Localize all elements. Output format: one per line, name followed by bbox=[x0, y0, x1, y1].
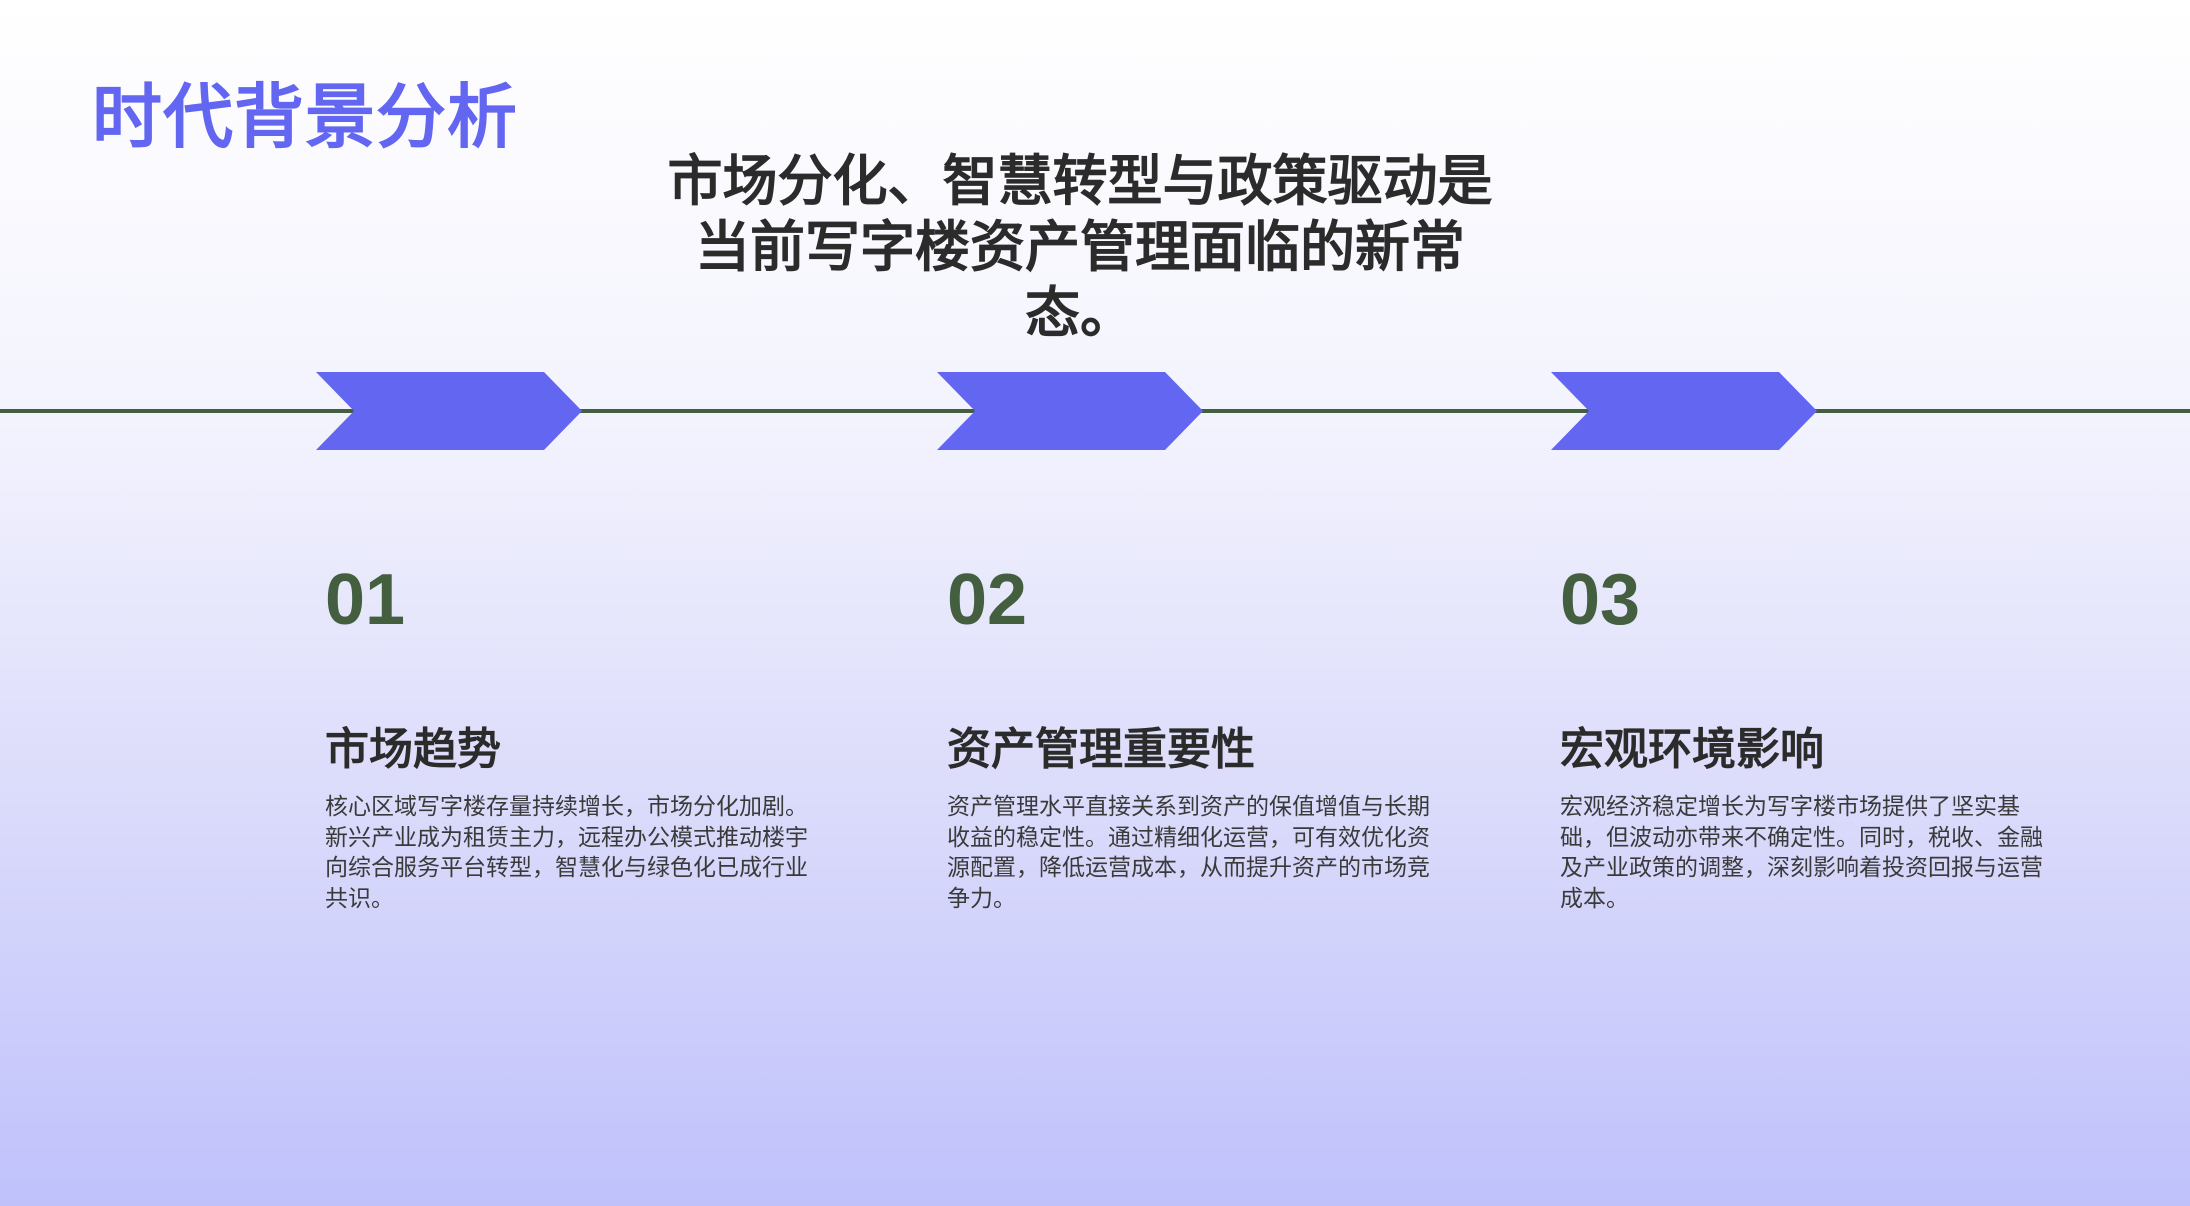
chevron-arrow-icon bbox=[316, 372, 582, 450]
column-market-trend: 01 市场趋势 核心区域写字楼存量持续增长，市场分化加剧。新兴产业成为租赁主力，… bbox=[325, 560, 815, 912]
slide-title: 时代背景分析 bbox=[92, 76, 518, 158]
column-heading: 宏观环境影响 bbox=[1560, 724, 1824, 775]
column-body: 宏观经济稳定增长为写字楼市场提供了坚实基础，但波动亦带来不确定性。同时，税收、金… bbox=[1560, 794, 2043, 912]
column-number: 01 bbox=[325, 560, 406, 640]
chevron-arrow-icon bbox=[937, 372, 1203, 450]
column-number: 03 bbox=[1560, 560, 1641, 640]
column-macro-environment: 03 宏观环境影响 宏观经济稳定增长为写字楼市场提供了坚实基础，但波动亦带来不确… bbox=[1560, 560, 2050, 912]
column-body: 核心区域写字楼存量持续增长，市场分化加剧。新兴产业成为租赁主力，远程办公模式推动… bbox=[325, 794, 808, 912]
chevron-arrow-icon bbox=[1551, 372, 1817, 450]
column-heading: 市场趋势 bbox=[325, 724, 501, 775]
column-heading: 资产管理重要性 bbox=[947, 724, 1255, 775]
column-number: 02 bbox=[947, 560, 1028, 640]
headline: 市场分化、智慧转型与政策驱动是当前写字楼资产管理面临的新常态。 bbox=[667, 149, 1493, 345]
column-asset-management: 02 资产管理重要性 资产管理水平直接关系到资产的保值增值与长期收益的稳定性。通… bbox=[947, 560, 1437, 912]
column-body: 资产管理水平直接关系到资产的保值增值与长期收益的稳定性。通过精细化运营，可有效优… bbox=[947, 794, 1430, 912]
